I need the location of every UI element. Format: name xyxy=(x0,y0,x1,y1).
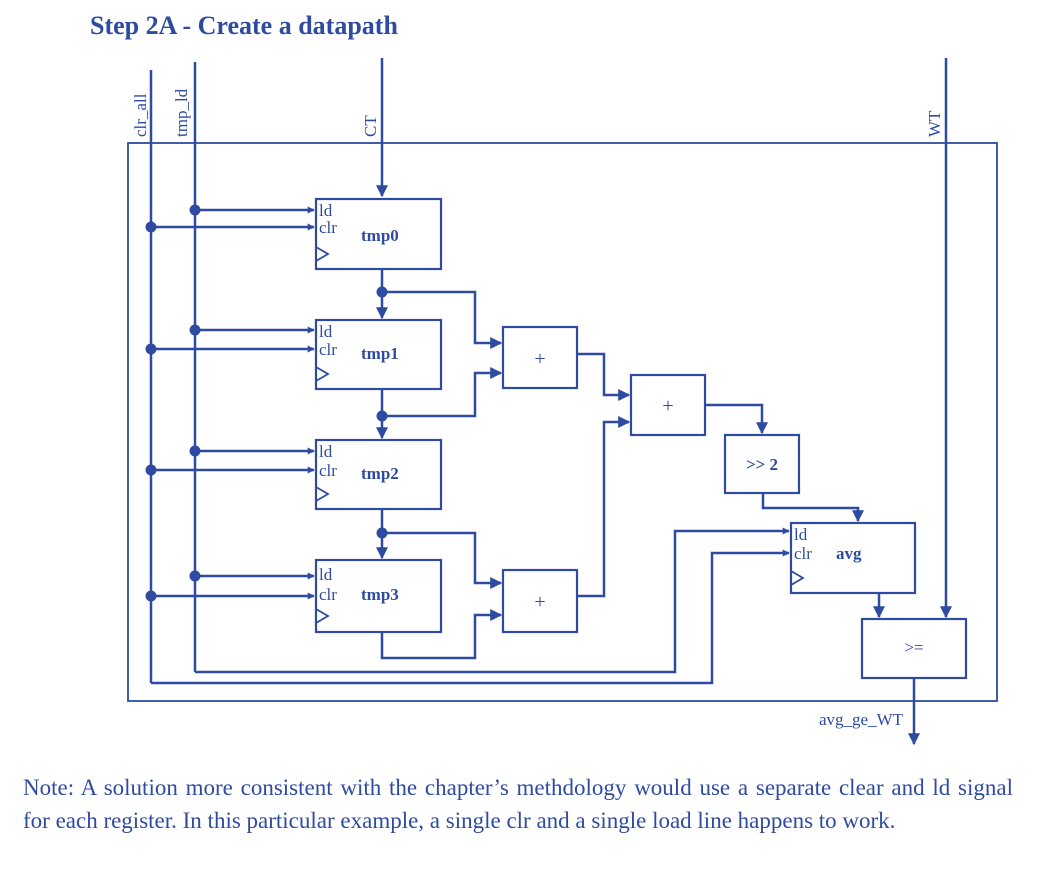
blocks xyxy=(314,197,968,680)
register-tmp0 xyxy=(314,197,443,271)
register-tmp2 xyxy=(314,438,443,511)
output-label: avg_ge_WT xyxy=(819,710,904,729)
avg-clr-port: clr xyxy=(794,544,812,563)
datapath-boundary xyxy=(127,142,998,702)
tmp3-name: tmp3 xyxy=(361,585,399,604)
tmp1-to-add-top xyxy=(382,367,503,418)
tmp2-to-add-bottom xyxy=(382,531,503,589)
tmp0-clr-port: clr xyxy=(319,218,337,237)
tmp1-name: tmp1 xyxy=(361,344,399,363)
adder-final-symbol: + xyxy=(662,395,673,417)
input-ct-label: CT xyxy=(361,115,380,137)
shifter xyxy=(723,433,801,495)
junction-dots xyxy=(145,204,388,602)
register-tmp1 xyxy=(314,318,443,391)
avg-ld-port: ld xyxy=(794,525,808,544)
comparator xyxy=(860,617,968,680)
input-clr-all-label: clr_all xyxy=(131,93,150,137)
adder-final xyxy=(629,373,707,437)
clock-icon xyxy=(315,608,330,624)
comparator-symbol: >= xyxy=(904,638,923,657)
clock-icon xyxy=(315,246,330,262)
clock-icons xyxy=(315,246,805,624)
add-bottom-to-add-final xyxy=(577,416,631,598)
shifter-symbol: >> 2 xyxy=(746,455,778,474)
tmp0-to-add-top xyxy=(382,290,503,349)
page-title: Step 2A - Create a datapath xyxy=(90,11,398,40)
adder-bottom xyxy=(501,568,579,634)
shift-to-avg xyxy=(761,493,864,523)
add-top-to-add-final xyxy=(577,352,631,401)
tmp2-clr-port: clr xyxy=(319,461,337,480)
clock-icon xyxy=(315,486,330,502)
input-wt-label: WT xyxy=(925,110,944,137)
register-tmp3 xyxy=(314,558,443,634)
wires xyxy=(127,58,998,746)
avg-name: avg xyxy=(836,544,862,563)
datapath-diagram: Step 2A - Create a datapath xyxy=(90,11,998,746)
avg-ld-wire xyxy=(195,527,790,674)
labels: clr_all tmp_ld CT WT ld clr tmp0 ld clr … xyxy=(131,88,944,729)
tmp3-ld-port: ld xyxy=(319,565,333,584)
tmp0-ld-port: ld xyxy=(319,201,333,220)
clock-icon xyxy=(315,366,330,382)
tmp1-clr-port: clr xyxy=(319,340,337,359)
tmp0-name: tmp0 xyxy=(361,226,399,245)
register-avg xyxy=(789,521,917,595)
input-tmp-ld-label: tmp_ld xyxy=(172,88,191,137)
tmp1-ld-port: ld xyxy=(319,322,333,341)
note-text: Note: A solution more consistent with th… xyxy=(23,775,1013,833)
adder-top-symbol: + xyxy=(534,348,545,370)
adder-bottom-symbol: + xyxy=(534,591,545,613)
tmp3-to-add-bottom xyxy=(380,609,503,660)
adder-top xyxy=(501,325,579,390)
tmp3-clr-port: clr xyxy=(319,585,337,604)
add-final-to-shift xyxy=(705,403,768,435)
tmp2-name: tmp2 xyxy=(361,464,399,483)
clock-icon xyxy=(790,570,805,586)
tmp2-ld-port: ld xyxy=(319,442,333,461)
avg-clr-wire xyxy=(151,549,790,685)
